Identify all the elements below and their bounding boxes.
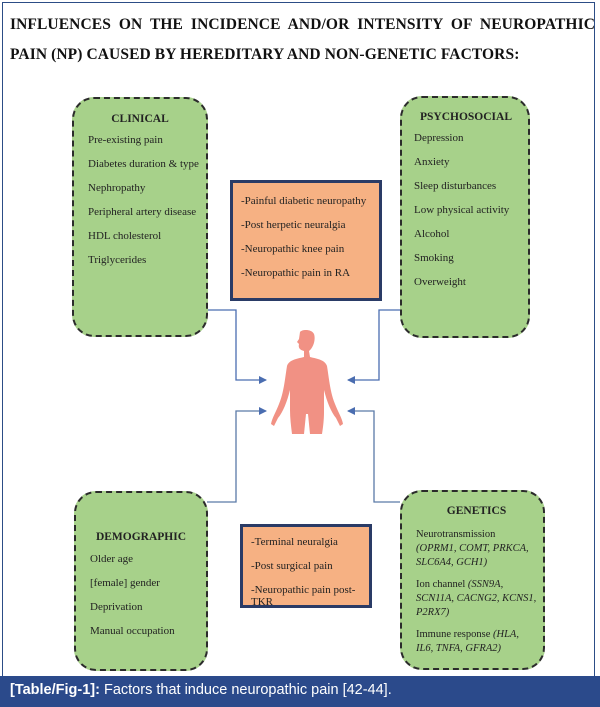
list-item: Smoking (414, 252, 454, 264)
genetics-group: Immune response (HLA, IL6, TNFA, GFRA2) (416, 628, 537, 656)
list-item: Depression (414, 132, 464, 144)
condition-item: -Post herpetic neuralgia (241, 219, 346, 231)
clinical-box: CLINICAL Pre-existing pain Diabetes dura… (72, 97, 208, 337)
psychosocial-box: PSYCHOSOCIAL Depression Anxiety Sleep di… (400, 96, 530, 338)
conditions-top-box: -Painful diabetic neuropathy -Post herpe… (230, 180, 382, 301)
gene-list: (OPRM1, COMT, PRKCA, SLC6A4, GCH1) (416, 543, 529, 568)
genetics-group: Ion channel (SSN9A, SCN11A, CACNG2, KCNS… (416, 578, 537, 620)
group-label: Ion channel (416, 579, 466, 590)
figure-caption: [Table/Fig-1]: Factors that induce neuro… (0, 676, 600, 707)
clinical-heading: CLINICAL (111, 113, 169, 125)
list-item: Anxiety (414, 156, 450, 168)
connector-psychosocial (347, 309, 400, 384)
list-item: [female] gender (90, 577, 160, 589)
condition-item: -Post surgical pain (251, 560, 333, 572)
condition-item: -Neuropathic pain post-TKR (251, 584, 356, 608)
group-label: Immune response (416, 629, 491, 640)
psychosocial-heading: PSYCHOSOCIAL (419, 111, 513, 123)
list-item: Manual occupation (90, 625, 175, 637)
list-item: Deprivation (90, 601, 143, 613)
caption-text: Factors that induce neuropathic pain [42… (99, 682, 392, 698)
list-item: Overweight (414, 276, 466, 288)
group-label: Neurotransmission (416, 529, 496, 540)
list-item: Low physical activity (414, 204, 510, 216)
list-item: Diabetes duration & type (88, 158, 199, 170)
demographic-heading: DEMOGRAPHIC (95, 531, 187, 543)
conditions-bottom-box: -Terminal neuralgia -Post surgical pain … (240, 524, 372, 608)
condition-item: -Neuropathic knee pain (241, 243, 345, 255)
list-item: HDL cholesterol (88, 230, 162, 242)
condition-item: -Painful diabetic neuropathy (241, 195, 367, 207)
list-item: Alcohol (414, 228, 450, 240)
genetics-heading: GENETICS (446, 505, 507, 517)
connector-genetics (347, 407, 400, 503)
gene-list: (HLA, IL6, TNFA, GFRA2) (416, 629, 519, 654)
figure-title: INFLUENCES ON THE INCIDENCE AND/OR INTEN… (10, 16, 595, 63)
genetics-box: GENETICS Neurotransmission (OPRM1, COMT,… (400, 490, 545, 670)
list-item: Sleep disturbances (414, 180, 497, 192)
condition-item: -Neuropathic pain in RA (241, 267, 351, 279)
gene-list: (SSN9A, SCN11A, CACNG2, KCNS1, P2RX7) (416, 579, 537, 618)
connector-demographic (207, 407, 267, 503)
genetics-group: Neurotransmission (OPRM1, COMT, PRKCA, S… (416, 528, 537, 570)
list-item: Nephropathy (88, 182, 146, 194)
demographic-box: DEMOGRAPHIC Older age [female] gender De… (74, 491, 208, 671)
list-item: Pre-existing pain (88, 134, 163, 146)
list-item: Older age (90, 553, 134, 565)
list-item: Triglycerides (88, 254, 147, 266)
caption-label: [Table/Fig-1]: (10, 682, 100, 698)
list-item: Peripheral artery disease (88, 206, 197, 218)
condition-item: -Terminal neuralgia (251, 536, 338, 548)
connector-clinical (207, 309, 267, 384)
human-figure-icon (271, 329, 343, 434)
